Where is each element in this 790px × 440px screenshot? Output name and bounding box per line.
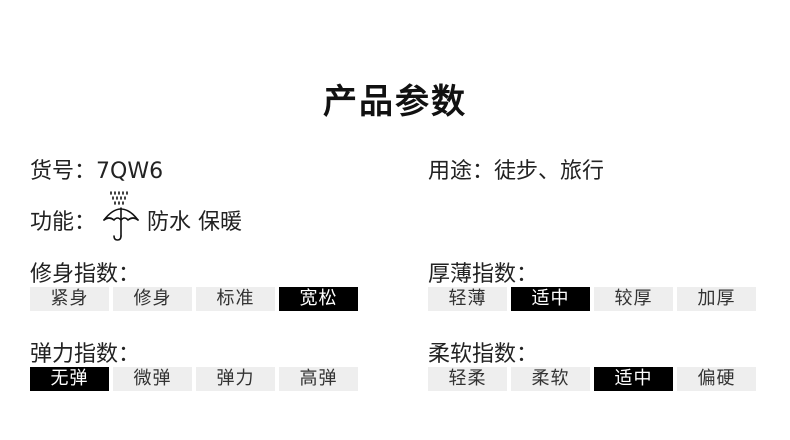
softness-index-scale: 轻柔 柔软 适中 偏硬 (428, 367, 756, 391)
fit-index-scale: 紧身 修身 标准 宽松 (30, 287, 358, 311)
thickness-option-selected: 适中 (511, 287, 590, 311)
usage-label: 用途： (428, 159, 495, 184)
elasticity-option: 微弹 (113, 367, 192, 391)
thickness-option: 加厚 (677, 287, 756, 311)
item-number: 货号：7QW6 (30, 153, 163, 185)
thickness-option: 较厚 (594, 287, 673, 311)
function-value: 防水 保暖 (147, 210, 242, 235)
softness-index-label: 柔软指数： (428, 342, 539, 367)
elasticity-index-scale: 无弹 微弹 弹力 高弹 (30, 367, 358, 391)
elasticity-option-selected: 无弹 (30, 367, 109, 391)
function-label: 功能： (30, 210, 97, 235)
thickness-index-scale: 轻薄 适中 较厚 加厚 (428, 287, 756, 311)
page-title: 产品参数 (323, 82, 467, 122)
waterproof-umbrella-icon (103, 191, 139, 241)
fit-option: 修身 (113, 287, 192, 311)
softness-option: 轻柔 (428, 367, 507, 391)
item-number-value: 7QW6 (96, 159, 164, 184)
softness-option-selected: 适中 (594, 367, 673, 391)
fit-option: 标准 (196, 287, 275, 311)
usage-value: 徒步、旅行 (494, 159, 605, 184)
thickness-option: 轻薄 (428, 287, 507, 311)
fit-option-selected: 宽松 (279, 287, 358, 311)
elasticity-index-label: 弹力指数： (30, 342, 141, 367)
thickness-index-label: 厚薄指数： (428, 262, 539, 287)
elasticity-option: 高弹 (279, 367, 358, 391)
elasticity-option: 弹力 (196, 367, 275, 391)
usage: 用途：徒步、旅行 (428, 153, 604, 185)
fit-index-label: 修身指数： (30, 262, 141, 287)
item-number-label: 货号： (30, 159, 97, 184)
softness-option: 柔软 (511, 367, 590, 391)
softness-option: 偏硬 (677, 367, 756, 391)
fit-option: 紧身 (30, 287, 109, 311)
